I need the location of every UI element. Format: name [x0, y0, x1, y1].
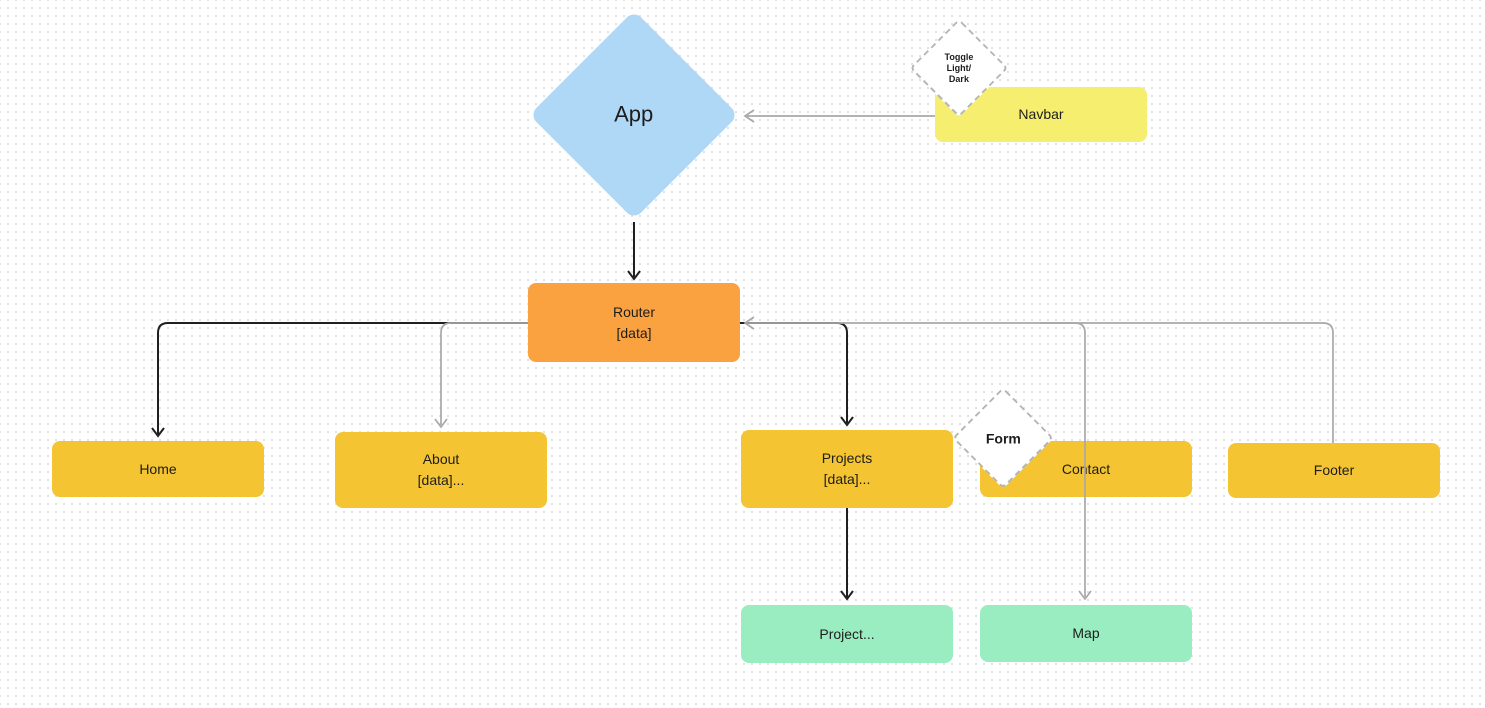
node-home[interactable]: Home: [52, 441, 264, 497]
node-projects-sublabel: [data]...: [823, 471, 871, 487]
node-router-sublabel: [data]: [616, 324, 652, 341]
node-form-label: Form: [985, 430, 1021, 446]
node-app[interactable]: App: [529, 10, 739, 220]
node-toggle-label: Toggle Light/ Dark: [944, 51, 974, 84]
node-footer[interactable]: Footer: [1228, 443, 1440, 498]
node-router-label: Router: [612, 303, 656, 320]
node-map[interactable]: Map: [980, 605, 1192, 662]
node-app-label: App: [614, 102, 654, 127]
node-projects-label: Projects: [821, 450, 873, 466]
node-about[interactable]: About [data]...: [335, 432, 547, 508]
node-navbar-label: Navbar: [1018, 106, 1064, 122]
node-project-detail[interactable]: Project...: [741, 605, 953, 663]
node-router[interactable]: Router [data]: [528, 283, 740, 362]
node-about-label: About: [422, 451, 460, 467]
node-project-detail-label: Project...: [819, 625, 875, 642]
node-home-label: Home: [139, 460, 177, 477]
node-map-label: Map: [1072, 625, 1100, 641]
node-footer-label: Footer: [1313, 462, 1355, 478]
node-contact-label: Contact: [1061, 460, 1111, 477]
node-projects[interactable]: Projects [data]...: [741, 430, 953, 508]
node-about-sublabel: [data]...: [417, 472, 465, 488]
